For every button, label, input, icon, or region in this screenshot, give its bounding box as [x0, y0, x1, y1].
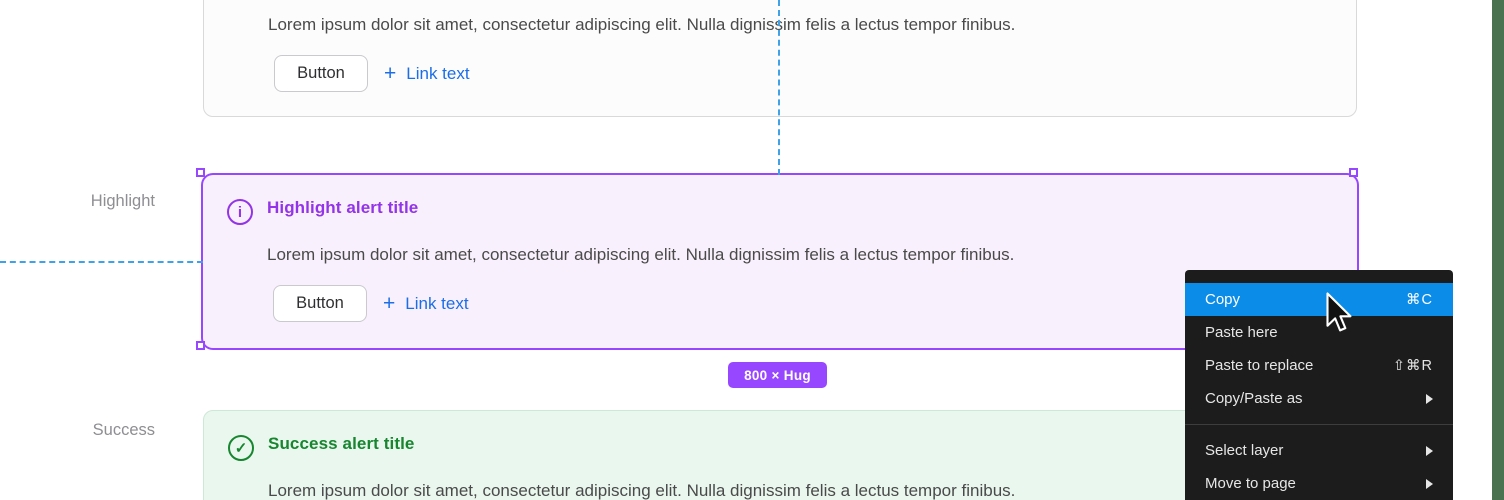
menu-item-label: Move to page [1205, 475, 1296, 492]
layer-label-highlight[interactable]: Highlight [90, 192, 155, 210]
menu-item-shortcut: ⇧⌘R [1392, 357, 1433, 374]
selection-handle-top-right[interactable] [1349, 168, 1358, 177]
alert-body-text: Lorem ipsum dolor sit amet, consectetur … [267, 245, 1015, 264]
menu-item-label: Copy [1205, 291, 1241, 308]
context-menu: Copy ⌘C Paste here Paste to replace ⇧⌘R … [1185, 270, 1453, 500]
size-badge: 800 × Hug [728, 362, 827, 388]
alert-button[interactable]: Button [274, 55, 368, 92]
submenu-arrow-icon [1426, 445, 1433, 456]
success-alert-card[interactable]: ✓ Success alert title Lorem ipsum dolor … [203, 410, 1357, 500]
vertical-guide-line [778, 0, 780, 175]
mouse-cursor-icon [1326, 292, 1352, 332]
menu-item-copy-paste-as[interactable]: Copy/Paste as [1185, 382, 1453, 415]
link-label: Link text [405, 293, 469, 313]
menu-item-copy[interactable]: Copy ⌘C [1185, 283, 1453, 316]
horizontal-guide-line [0, 261, 203, 263]
menu-item-select-layer[interactable]: Select layer [1185, 434, 1453, 467]
green-canvas-strip [1492, 0, 1504, 500]
plus-icon: + [384, 62, 397, 85]
highlight-alert-card[interactable]: i Highlight alert title Lorem ipsum dolo… [203, 175, 1357, 348]
alert-title: Highlight alert title [267, 198, 419, 217]
alert-title: Success alert title [268, 434, 415, 453]
menu-item-label: Paste here [1205, 324, 1278, 341]
alert-body-text: Lorem ipsum dolor sit amet, consectetur … [268, 481, 1016, 500]
alert-link[interactable]: + Link text [383, 285, 469, 322]
plus-icon: + [383, 292, 396, 315]
menu-separator [1185, 424, 1453, 425]
selection-handle-bottom-left[interactable] [196, 341, 205, 350]
menu-item-move-to-page[interactable]: Move to page [1185, 467, 1453, 500]
menu-item-label: Copy/Paste as [1205, 390, 1303, 407]
alert-link[interactable]: + Link text [384, 55, 470, 92]
alert-body-text: Lorem ipsum dolor sit amet, consectetur … [268, 15, 1016, 34]
neutral-alert-card[interactable]: Lorem ipsum dolor sit amet, consectetur … [203, 0, 1357, 117]
menu-item-shortcut: ⌘C [1406, 291, 1433, 308]
link-label: Link text [406, 63, 470, 83]
submenu-arrow-icon [1426, 393, 1433, 404]
layer-label-success[interactable]: Success [92, 421, 155, 439]
alert-button[interactable]: Button [273, 285, 367, 322]
menu-item-label: Paste to replace [1205, 357, 1314, 374]
menu-item-paste-to-replace[interactable]: Paste to replace ⇧⌘R [1185, 349, 1453, 382]
submenu-arrow-icon [1426, 478, 1433, 489]
check-icon-glyph: ✓ [234, 440, 248, 457]
check-circle-icon: ✓ [228, 435, 254, 461]
info-icon: i [227, 199, 253, 225]
menu-item-label: Select layer [1205, 442, 1284, 459]
info-icon-glyph: i [237, 203, 243, 221]
selection-handle-top-left[interactable] [196, 168, 205, 177]
menu-item-paste-here[interactable]: Paste here [1185, 316, 1453, 349]
